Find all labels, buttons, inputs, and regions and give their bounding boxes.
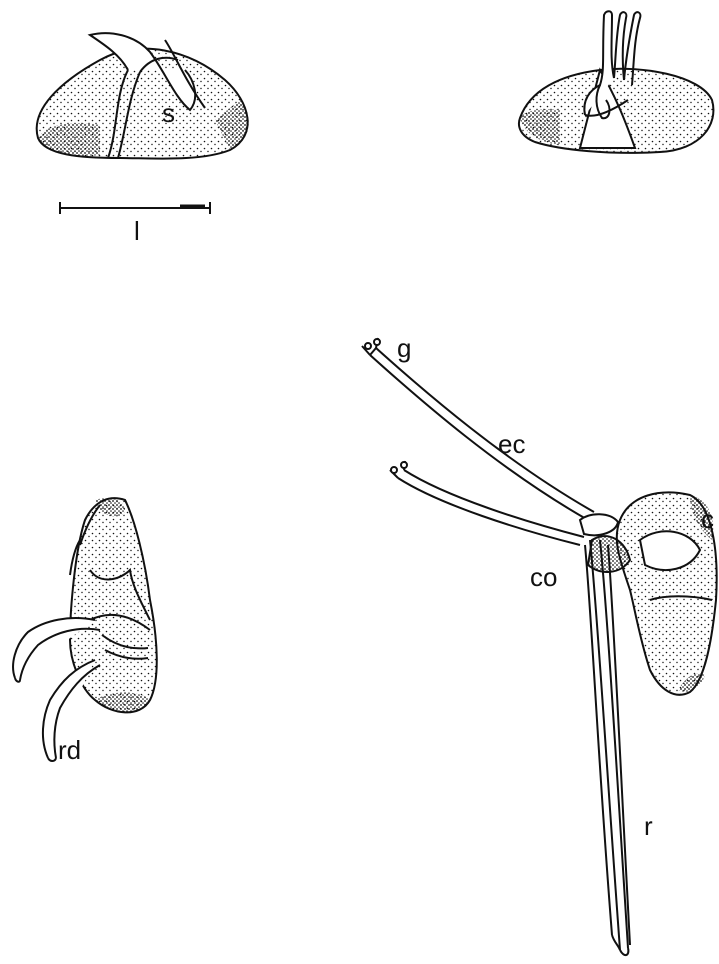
seed-germinating-2 bbox=[519, 11, 713, 153]
label-scale: l bbox=[134, 218, 140, 244]
label-co: co bbox=[530, 564, 557, 590]
label-r: r bbox=[644, 813, 653, 839]
label-ec: ec bbox=[498, 431, 525, 457]
label-g: g bbox=[397, 335, 411, 361]
label-rd: rd bbox=[58, 737, 81, 763]
label-s: s bbox=[162, 100, 175, 126]
seedling-mature bbox=[362, 338, 717, 955]
seed-germinating-1 bbox=[37, 33, 249, 158]
scale-bar bbox=[60, 202, 210, 214]
seedling-radicle bbox=[13, 498, 157, 761]
label-c: c bbox=[701, 506, 714, 532]
